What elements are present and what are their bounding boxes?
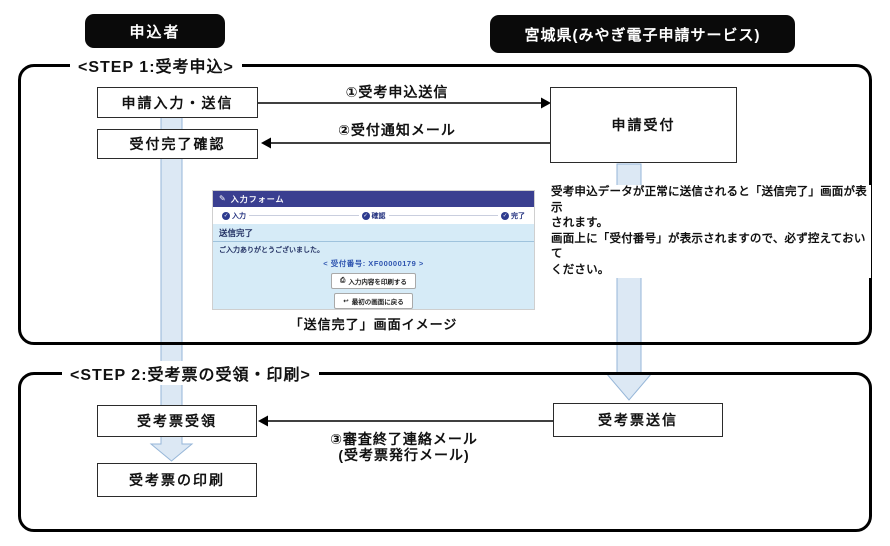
actor-applicant-label: 申込者	[129, 23, 181, 41]
box-ticket-print-label: 受考票の印刷	[129, 472, 225, 488]
progress-step-done-label: 完了	[511, 212, 525, 220]
progress-connector	[388, 215, 498, 217]
receipt-number-text: < 受付番号: XF00000179 >	[323, 259, 424, 268]
progress-step-confirm-label: 確認	[371, 212, 386, 220]
box-ticket-receive-label: 受考票受領	[137, 413, 217, 429]
box-ticket-send: 受考票送信	[553, 403, 723, 437]
back-to-start-button: ↩ 最初の画面に戻る	[334, 293, 413, 309]
note-line: 画面上に「受付番号」が表示されますので、必ず控えておいて	[551, 232, 866, 261]
step1-title: <STEP 1:受考申込>	[70, 53, 242, 77]
arrow1-head	[541, 97, 551, 109]
note-line: ください。	[551, 263, 610, 276]
box-application-receipt-label: 申請受付	[611, 117, 676, 133]
thanks-text: ご入力ありがとうございました。	[219, 247, 324, 254]
actor-service-label: 宮城県(みやぎ電子申請サービス)	[524, 26, 761, 44]
progress-step-confirm: ✓ 確認	[361, 211, 386, 221]
actor-service-box: 宮城県(みやぎ電子申請サービス)	[490, 15, 795, 53]
box-ticket-receive: 受考票受領	[97, 405, 257, 437]
form-pencil-icon: ✎	[219, 194, 227, 204]
arrow2-label: ②受付通知メール	[338, 122, 456, 138]
form-screenshot: ✎ 入力フォーム ✓ 入力 ✓ 確認 ✓ 完了 送信完了 ご入力ありがとうござい…	[212, 190, 535, 310]
arrow3-label-line2: (受考票発行メール)	[338, 447, 470, 463]
form-header: ✎ 入力フォーム	[213, 191, 534, 208]
arrow2-head	[261, 137, 271, 149]
form-body: 送信完了 ご入力ありがとうございました。 < 受付番号: XF00000179 …	[213, 224, 534, 309]
screenshot-caption: 「送信完了」画面イメージ	[289, 317, 458, 332]
box-receipt-confirm: 受付完了確認	[97, 129, 258, 159]
progress-step-input: ✓ 入力	[222, 211, 246, 221]
note-line: 受考申込データが正常に送信されると「送信完了」画面が表示	[551, 186, 867, 214]
box-ticket-print: 受考票の印刷	[97, 463, 257, 497]
back-to-start-button-label: 最初の画面に戻る	[351, 299, 404, 306]
print-icon: ⎙	[340, 277, 346, 284]
note-line: されます。	[551, 217, 609, 229]
box-application-input-send: 申請入力・送信	[97, 87, 258, 118]
form-progress-steps: ✓ 入力 ✓ 確認 ✓ 完了	[213, 207, 534, 224]
box-application-input-send-label: 申請入力・送信	[121, 94, 234, 111]
check-circle-icon: ✓	[361, 211, 370, 220]
progress-connector	[249, 215, 359, 217]
arrow3-head	[258, 415, 268, 427]
progress-step-done: ✓ 完了	[501, 211, 525, 221]
form-header-title: 入力フォーム	[230, 194, 285, 204]
check-circle-icon: ✓	[222, 211, 230, 220]
step2-title: <STEP 2:受考票の受領・印刷>	[62, 361, 319, 385]
print-input-button: ⎙ 入力内容を印刷する	[331, 273, 416, 289]
send-complete-heading: 送信完了	[213, 224, 534, 242]
box-receipt-confirm-label: 受付完了確認	[129, 136, 226, 152]
arrow3-label: ③審査終了連絡メール (受考票発行メール)	[287, 431, 521, 463]
blue-arrow-left-down	[149, 156, 194, 462]
arrow1-label: ①受考申込送信	[345, 84, 449, 100]
box-application-receipt: 申請受付	[550, 87, 737, 163]
check-circle-icon: ✓	[501, 211, 509, 220]
actor-applicant-box: 申込者	[85, 14, 225, 48]
progress-step-input-label: 入力	[232, 212, 246, 220]
box-ticket-send-label: 受考票送信	[598, 412, 678, 428]
return-icon: ↩	[343, 298, 349, 305]
completion-note: 受考申込データが正常に送信されると「送信完了」画面が表示 されます。 画面上に「…	[551, 185, 871, 278]
print-input-button-label: 入力内容を印刷する	[348, 279, 407, 286]
step2-container	[18, 372, 872, 532]
arrow3-label-line1: ③審査終了連絡メール	[330, 431, 478, 447]
